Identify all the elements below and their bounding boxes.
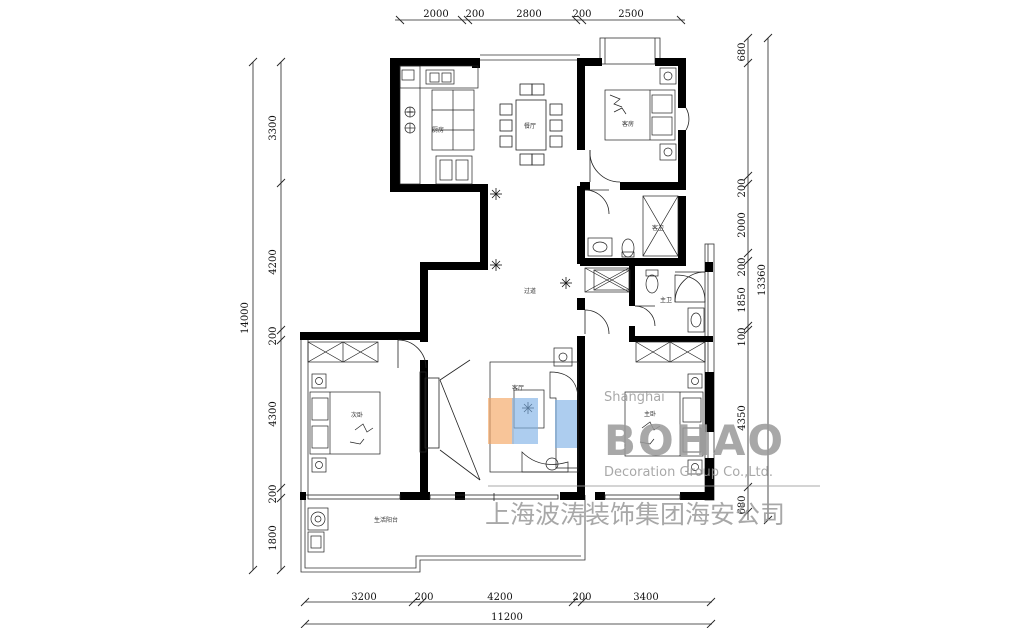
dim-top-5: 2500	[618, 9, 643, 20]
dim-right-8: 680	[737, 495, 748, 514]
dim-right-2: 200	[737, 178, 748, 197]
sliding-doors	[307, 359, 681, 501]
dim-right-4: 200	[737, 257, 748, 276]
dim-right-3: 2000	[737, 212, 748, 237]
room-dining-label: 餐厅	[524, 122, 536, 130]
dining-table	[499, 83, 563, 166]
dim-left-6: 1800	[268, 525, 279, 550]
second-bedroom-bed	[309, 373, 381, 473]
dim-bottom-1: 3200	[351, 592, 376, 603]
master-bedroom-bed	[624, 373, 704, 475]
logo-blue-bar	[555, 400, 577, 448]
dim-right-total: 13360	[757, 264, 768, 296]
dim-bottom-5: 3400	[633, 592, 658, 603]
dim-right-1: 680	[737, 42, 748, 61]
master-bath-fixtures	[584, 267, 706, 333]
dim-left-4: 4300	[268, 401, 279, 426]
dim-left-3: 200	[268, 326, 279, 345]
doors	[397, 107, 706, 369]
dim-bottom-3: 4200	[487, 592, 512, 603]
dim-top-3: 2800	[516, 9, 541, 20]
walls	[300, 58, 714, 500]
guest-bedroom-furniture	[604, 67, 677, 161]
kitchen-fixtures	[399, 65, 479, 185]
dim-left-5: 200	[268, 484, 279, 503]
logo-blue-block	[512, 398, 538, 444]
dim-bottom-2: 200	[414, 592, 433, 603]
room-balcony-label: 生活阳台	[374, 516, 398, 524]
room-master-bath-label: 主卫	[660, 296, 672, 304]
dim-top-1: 2000	[423, 9, 448, 20]
watermark-company-cn: 上海波涛装饰集团海安公司	[485, 500, 785, 529]
dimension-ticks	[248, 15, 773, 628]
dim-left-1: 3300	[268, 115, 279, 140]
logo-orange-block	[488, 398, 514, 444]
dim-top-4: 200	[572, 9, 591, 20]
room-living-label: 客厅	[512, 384, 524, 392]
dim-right-7: 4350	[737, 405, 748, 430]
balcony-fixtures	[307, 507, 329, 553]
dim-bottom-total: 11200	[491, 612, 523, 623]
dim-top-2: 200	[465, 9, 484, 20]
wardrobes	[307, 269, 706, 363]
room-master-bedroom-label: 主卧	[644, 410, 656, 418]
room-second-bedroom-label: 次卧	[351, 411, 363, 419]
dim-right-5: 1850	[737, 287, 748, 312]
watermark-brand: BOHAO	[604, 416, 785, 465]
watermark-logo: Shanghai BOHAO Decoration Group Co.,Ltd.…	[485, 390, 820, 529]
dimension-lines	[252, 19, 769, 625]
dim-right-6: 100	[737, 327, 748, 346]
dim-left-total: 14000	[240, 302, 251, 334]
room-corridor-label: 过道	[524, 287, 536, 295]
dim-left-2: 4200	[268, 249, 279, 274]
living-sofa	[489, 347, 579, 473]
watermark-company-en: Decoration Group Co.,Ltd.	[604, 465, 773, 480]
watermark-brand-top: Shanghai	[604, 390, 665, 405]
room-guest-bath-label: 客卫	[652, 224, 664, 232]
guest-bath-fixtures	[587, 195, 679, 258]
room-kitchen-label: 厨房	[432, 126, 444, 134]
dim-bottom-4: 200	[572, 592, 591, 603]
room-guest-bedroom-label: 客房	[622, 120, 634, 128]
